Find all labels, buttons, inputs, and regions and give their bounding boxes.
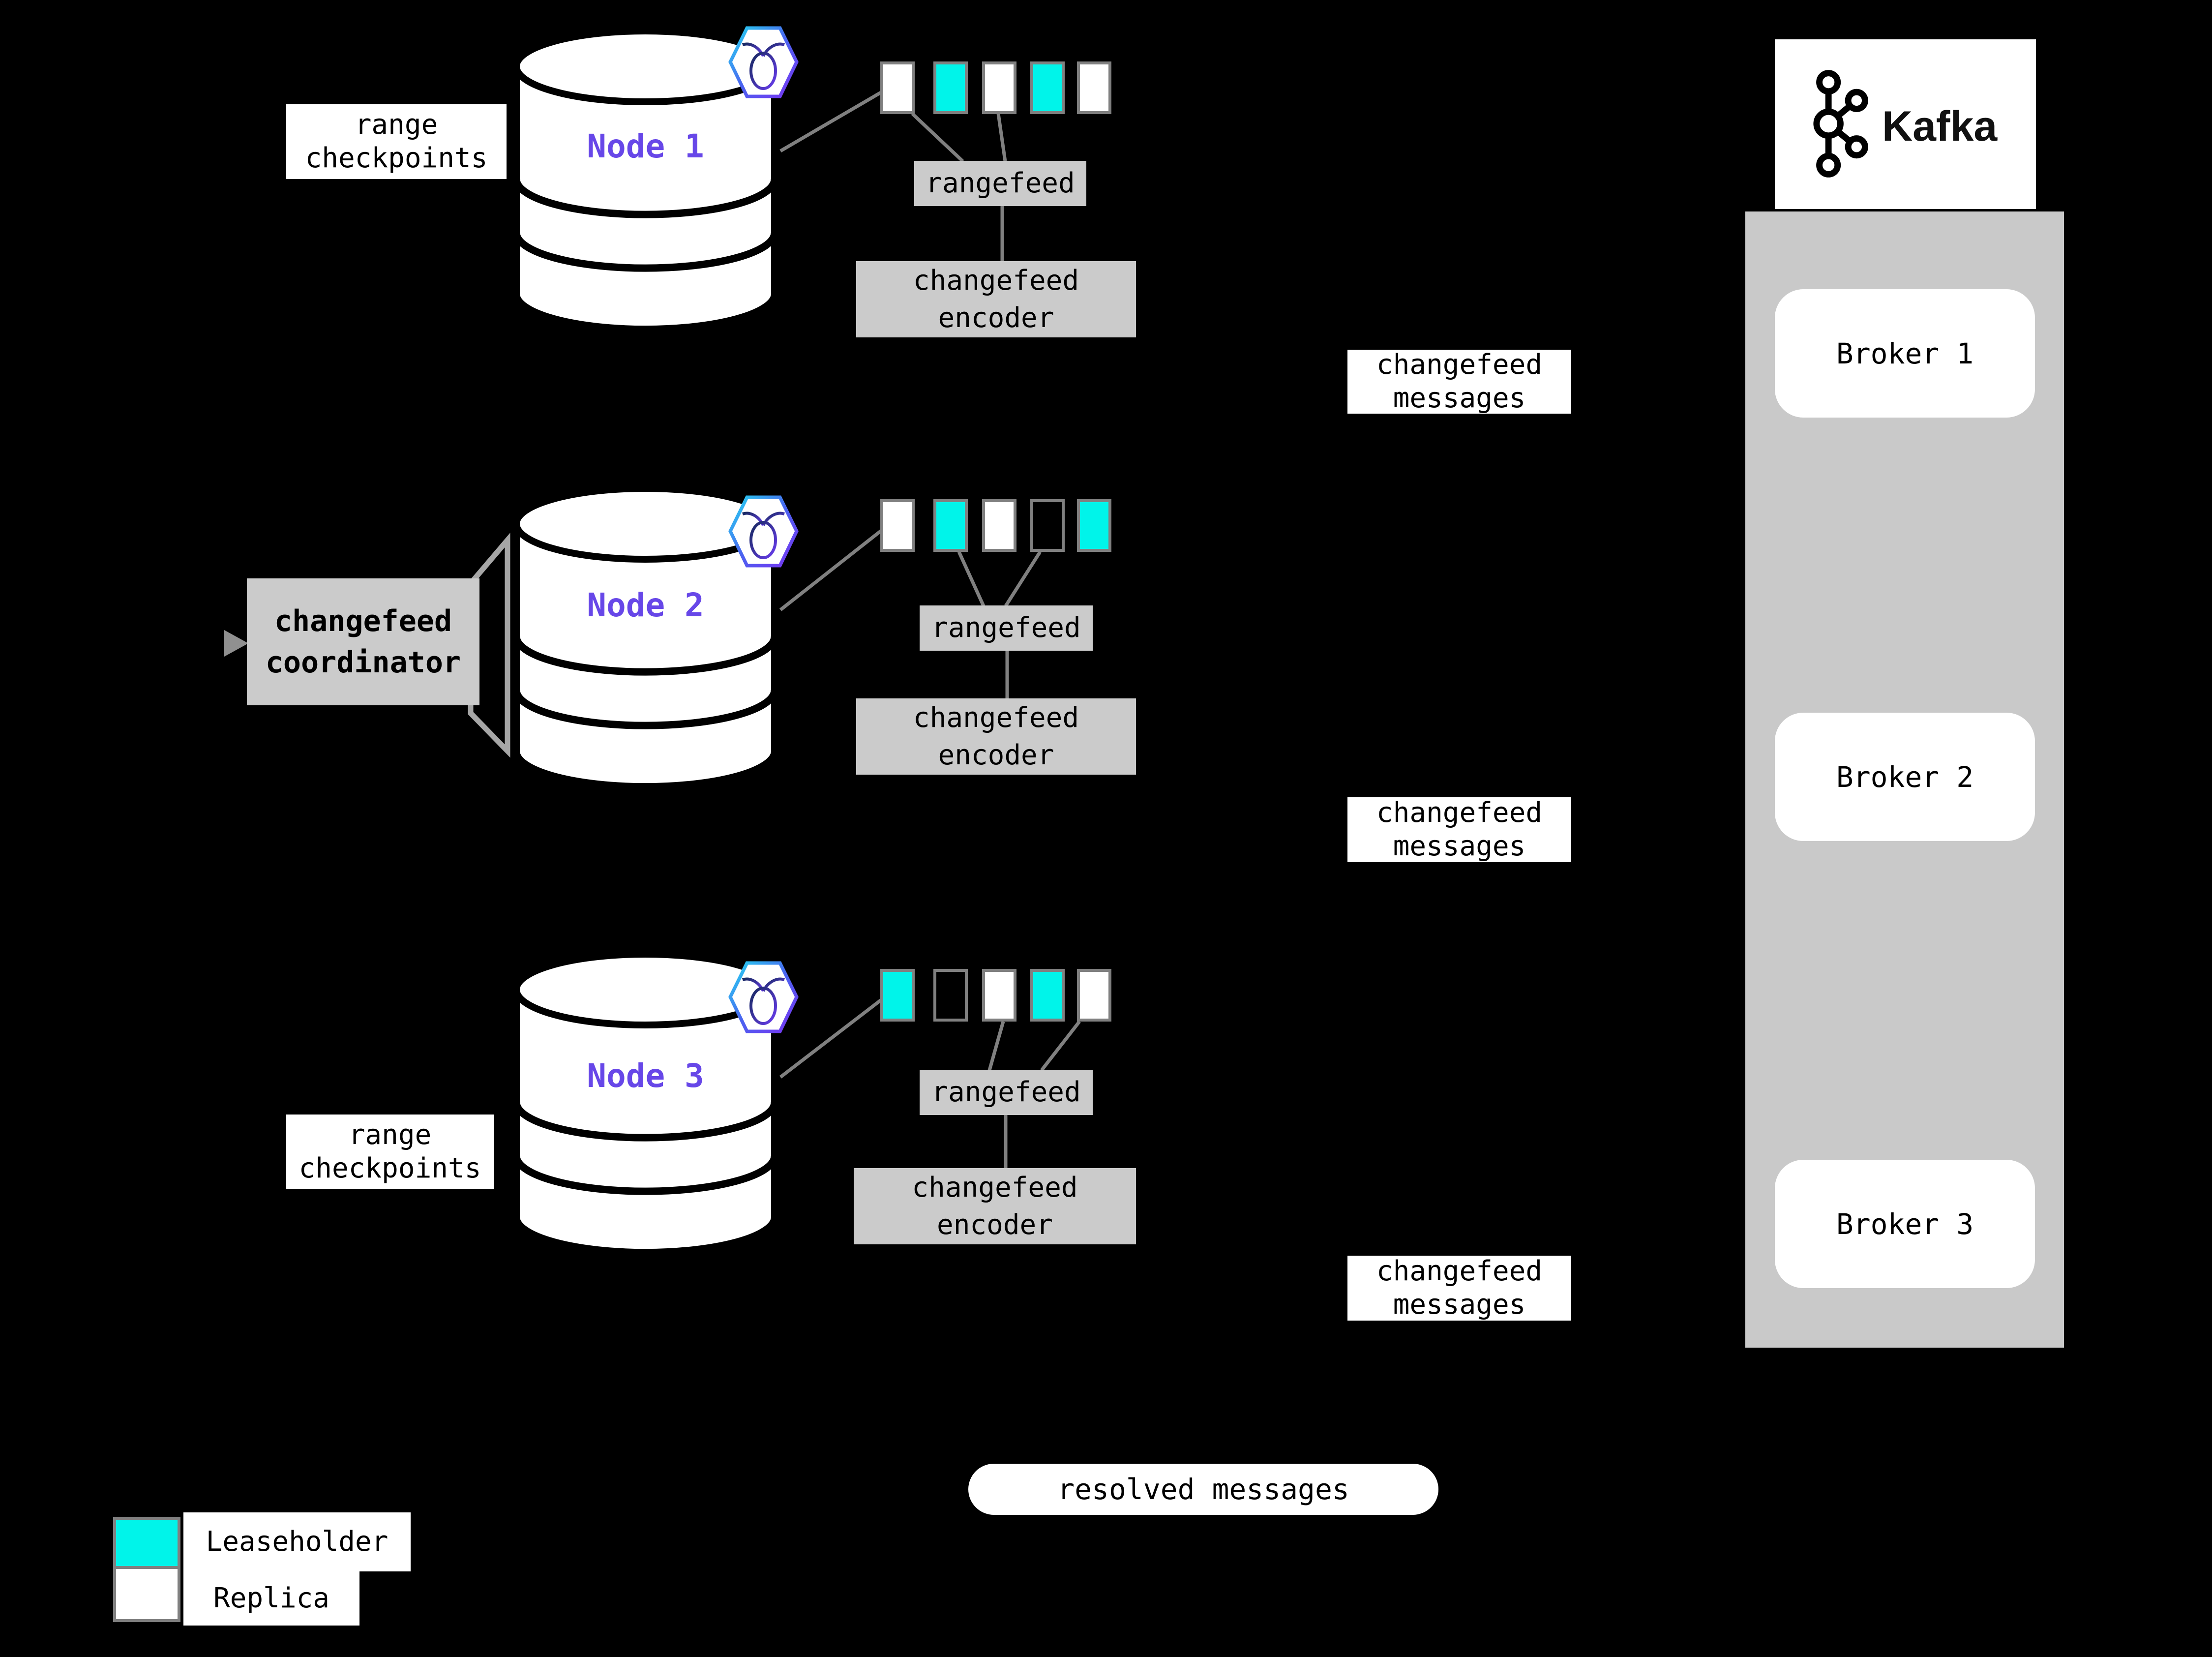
kafka-logo-icon (1813, 70, 1868, 178)
cockroachdb-logo-icon (728, 495, 799, 568)
coordinator-arrowhead-icon (224, 630, 248, 657)
resolved-messages-label: resolved messages (968, 1464, 1438, 1515)
broker-1-box: Broker 1 (1775, 289, 2035, 418)
replica-range-box (880, 61, 915, 114)
broker-arrowhead-icon (2057, 331, 2089, 354)
leaseholder-range-box (933, 61, 968, 114)
replica-range-box (982, 61, 1016, 114)
replica-range-box (982, 499, 1016, 552)
broker-1-label: Broker 1 (1836, 336, 1974, 370)
legend-replica-label: Replica (213, 1582, 329, 1614)
replica-range-box (1077, 969, 1111, 1022)
changefeed-coordinator-line1: changefeed (274, 604, 452, 638)
range-replica-strip-node1 (880, 61, 1111, 114)
node-1-label: Node 1 (587, 127, 704, 165)
empty-range-box (933, 969, 968, 1022)
changefeed-encoder-line1: changefeed (913, 701, 1079, 734)
changefeed-messages-line2: messages (1393, 1289, 1526, 1321)
cockroachdb-logo-icon (728, 26, 799, 98)
node-2-label: Node 2 (587, 586, 704, 624)
range-replica-strip-node3 (880, 969, 1111, 1022)
replica-range-box (982, 969, 1016, 1022)
changefeed-encoder-line2: encoder (938, 739, 1054, 771)
changefeed-messages-line1: changefeed (1376, 797, 1543, 829)
broker-3-box: Broker 3 (1775, 1160, 2035, 1288)
database-cylinder-icon (512, 28, 778, 330)
legend-leaseholder-swatch (113, 1517, 180, 1569)
replica-range-box (880, 499, 915, 552)
rangefeed-label: rangefeed (931, 612, 1081, 644)
rangefeed-label: rangefeed (926, 167, 1075, 199)
changefeed-encoder-box-node1: changefeed encoder (856, 261, 1136, 337)
leaseholder-range-box (1077, 499, 1111, 552)
range-checkpoints-line2: checkpoints (305, 142, 488, 174)
range-checkpoints-line2: checkpoints (299, 1152, 481, 1184)
changefeed-coordinator-line2: coordinator (265, 645, 461, 680)
range-replica-strip-node2 (880, 499, 1111, 552)
changefeed-encoder-line1: changefeed (913, 264, 1079, 297)
legend-replica-label-box: Replica (183, 1571, 359, 1626)
leaseholder-range-box (880, 969, 915, 1022)
changefeed-messages-line2: messages (1393, 382, 1526, 414)
changefeed-messages-label-3: changefeed messages (1347, 1255, 1571, 1321)
leaseholder-range-box (1030, 969, 1065, 1022)
range-checkpoints-label-node3: range checkpoints (286, 1115, 494, 1189)
changefeed-messages-line1: changefeed (1376, 349, 1543, 381)
changefeed-coordinator-box: changefeed coordinator (247, 578, 479, 705)
legend-leaseholder-label-box: Leaseholder (183, 1512, 411, 1571)
database-cylinder-icon (512, 485, 778, 787)
range-checkpoints-line1: range (355, 109, 438, 141)
range-checkpoints-label-node1: range checkpoints (286, 104, 507, 179)
rangefeed-box-node2: rangefeed (920, 605, 1093, 651)
rangefeed-label: rangefeed (931, 1076, 1081, 1108)
changefeed-messages-line1: changefeed (1376, 1255, 1543, 1287)
empty-range-box (1030, 499, 1065, 552)
replica-range-box (1077, 61, 1111, 114)
changefeed-messages-label-2: changefeed messages (1347, 797, 1571, 862)
broker-3-label: Broker 3 (1836, 1207, 1974, 1241)
range-checkpoints-line1: range (348, 1119, 432, 1151)
cockroachdb-logo-icon (728, 961, 799, 1033)
rangefeed-box-node1: rangefeed (914, 161, 1086, 206)
changefeed-encoder-box-node2: changefeed encoder (856, 698, 1136, 775)
changefeed-encoder-line1: changefeed (912, 1171, 1078, 1204)
broker-2-box: Broker 2 (1775, 713, 2035, 841)
kafka-logo-box: Kafka (1775, 39, 2036, 209)
changefeed-messages-line2: messages (1393, 830, 1526, 862)
resolved-messages-text: resolved messages (1057, 1473, 1349, 1506)
legend-leaseholder-label: Leaseholder (206, 1526, 389, 1558)
legend-replica-swatch (113, 1566, 180, 1622)
changefeed-encoder-box-node3: changefeed encoder (854, 1168, 1136, 1244)
node-3-label: Node 3 (587, 1057, 704, 1095)
database-cylinder-icon (512, 951, 778, 1253)
coordinator-flag-icon (468, 533, 510, 758)
rangefeed-box-node3: rangefeed (920, 1070, 1093, 1115)
changefeed-messages-label-1: changefeed messages (1347, 349, 1571, 414)
leaseholder-range-box (1030, 61, 1065, 114)
leaseholder-range-box (933, 499, 968, 552)
changefeed-encoder-line2: encoder (938, 301, 1054, 334)
kafka-brand-label: Kafka (1882, 103, 1998, 150)
changefeed-encoder-line2: encoder (936, 1208, 1053, 1241)
broker-2-label: Broker 2 (1836, 760, 1974, 794)
